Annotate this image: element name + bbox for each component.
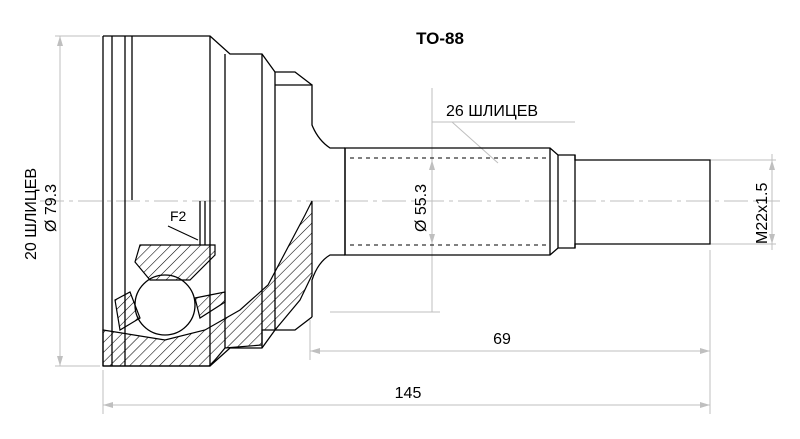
detail-f2-label: F2 <box>170 208 187 224</box>
dimension-arrows <box>57 36 775 408</box>
hatched-section <box>102 200 313 367</box>
inner-splines-label: 20 ШЛИЦЕВ <box>23 168 40 260</box>
outer-splines-label: 26 ШЛИЦЕВ <box>446 103 538 120</box>
spline-marks <box>350 157 548 246</box>
stem-length-label: 69 <box>493 331 511 348</box>
detail-f2-leader <box>167 225 199 241</box>
outer-diameter-label: Ø 79.3 <box>43 184 60 232</box>
shaft-diameter-label: Ø 55.3 <box>413 184 430 232</box>
thread-label: M22x1.5 <box>754 183 771 244</box>
total-length-label: 145 <box>395 385 422 402</box>
part-number: TO-88 <box>416 29 464 48</box>
